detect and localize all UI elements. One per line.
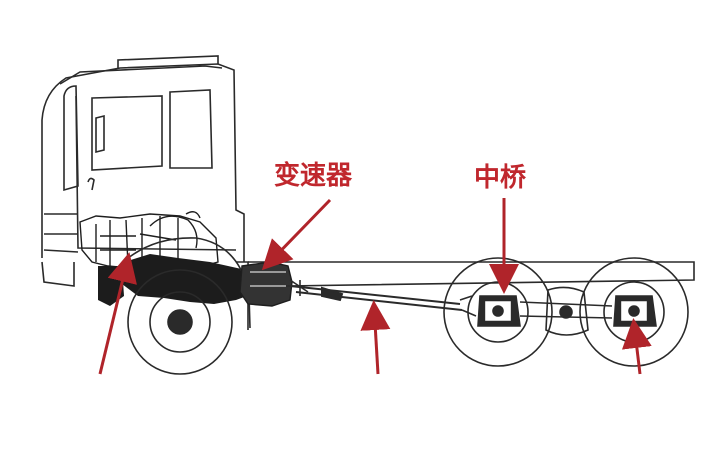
annotation-arrows: [98, 198, 652, 375]
rear-axle-arrow: [621, 318, 652, 375]
middle-axle-wheel: [443, 257, 553, 367]
side-window: [91, 95, 163, 171]
rear-wheel: [579, 257, 689, 367]
gearbox-arrow: [261, 198, 332, 271]
gearbox: [239, 261, 293, 307]
inter-axle-linkage: [459, 286, 613, 336]
windshield-edge: [63, 85, 79, 192]
middle-wheel: [443, 257, 553, 367]
cab-roof: [59, 65, 223, 85]
roof-fairing: [117, 55, 219, 68]
rear-axle-wheel: [579, 257, 689, 367]
front-wheel: [127, 269, 233, 375]
middle-axle-label: 中桥: [474, 163, 527, 193]
door-handle: [87, 177, 95, 191]
front-hub-center: [167, 309, 193, 335]
rear-window: [169, 89, 213, 169]
gearbox-label: 变速器: [274, 160, 353, 191]
driveshaft-arrow: [360, 300, 391, 375]
engine-arrow: [98, 252, 137, 375]
bumper: [41, 261, 75, 287]
mirror: [95, 114, 105, 154]
truck-cab: [41, 55, 245, 287]
front-hub: [149, 291, 211, 353]
front-panel-lines: [43, 213, 79, 253]
cab-outline: [41, 63, 245, 262]
cab-door: [75, 95, 237, 251]
